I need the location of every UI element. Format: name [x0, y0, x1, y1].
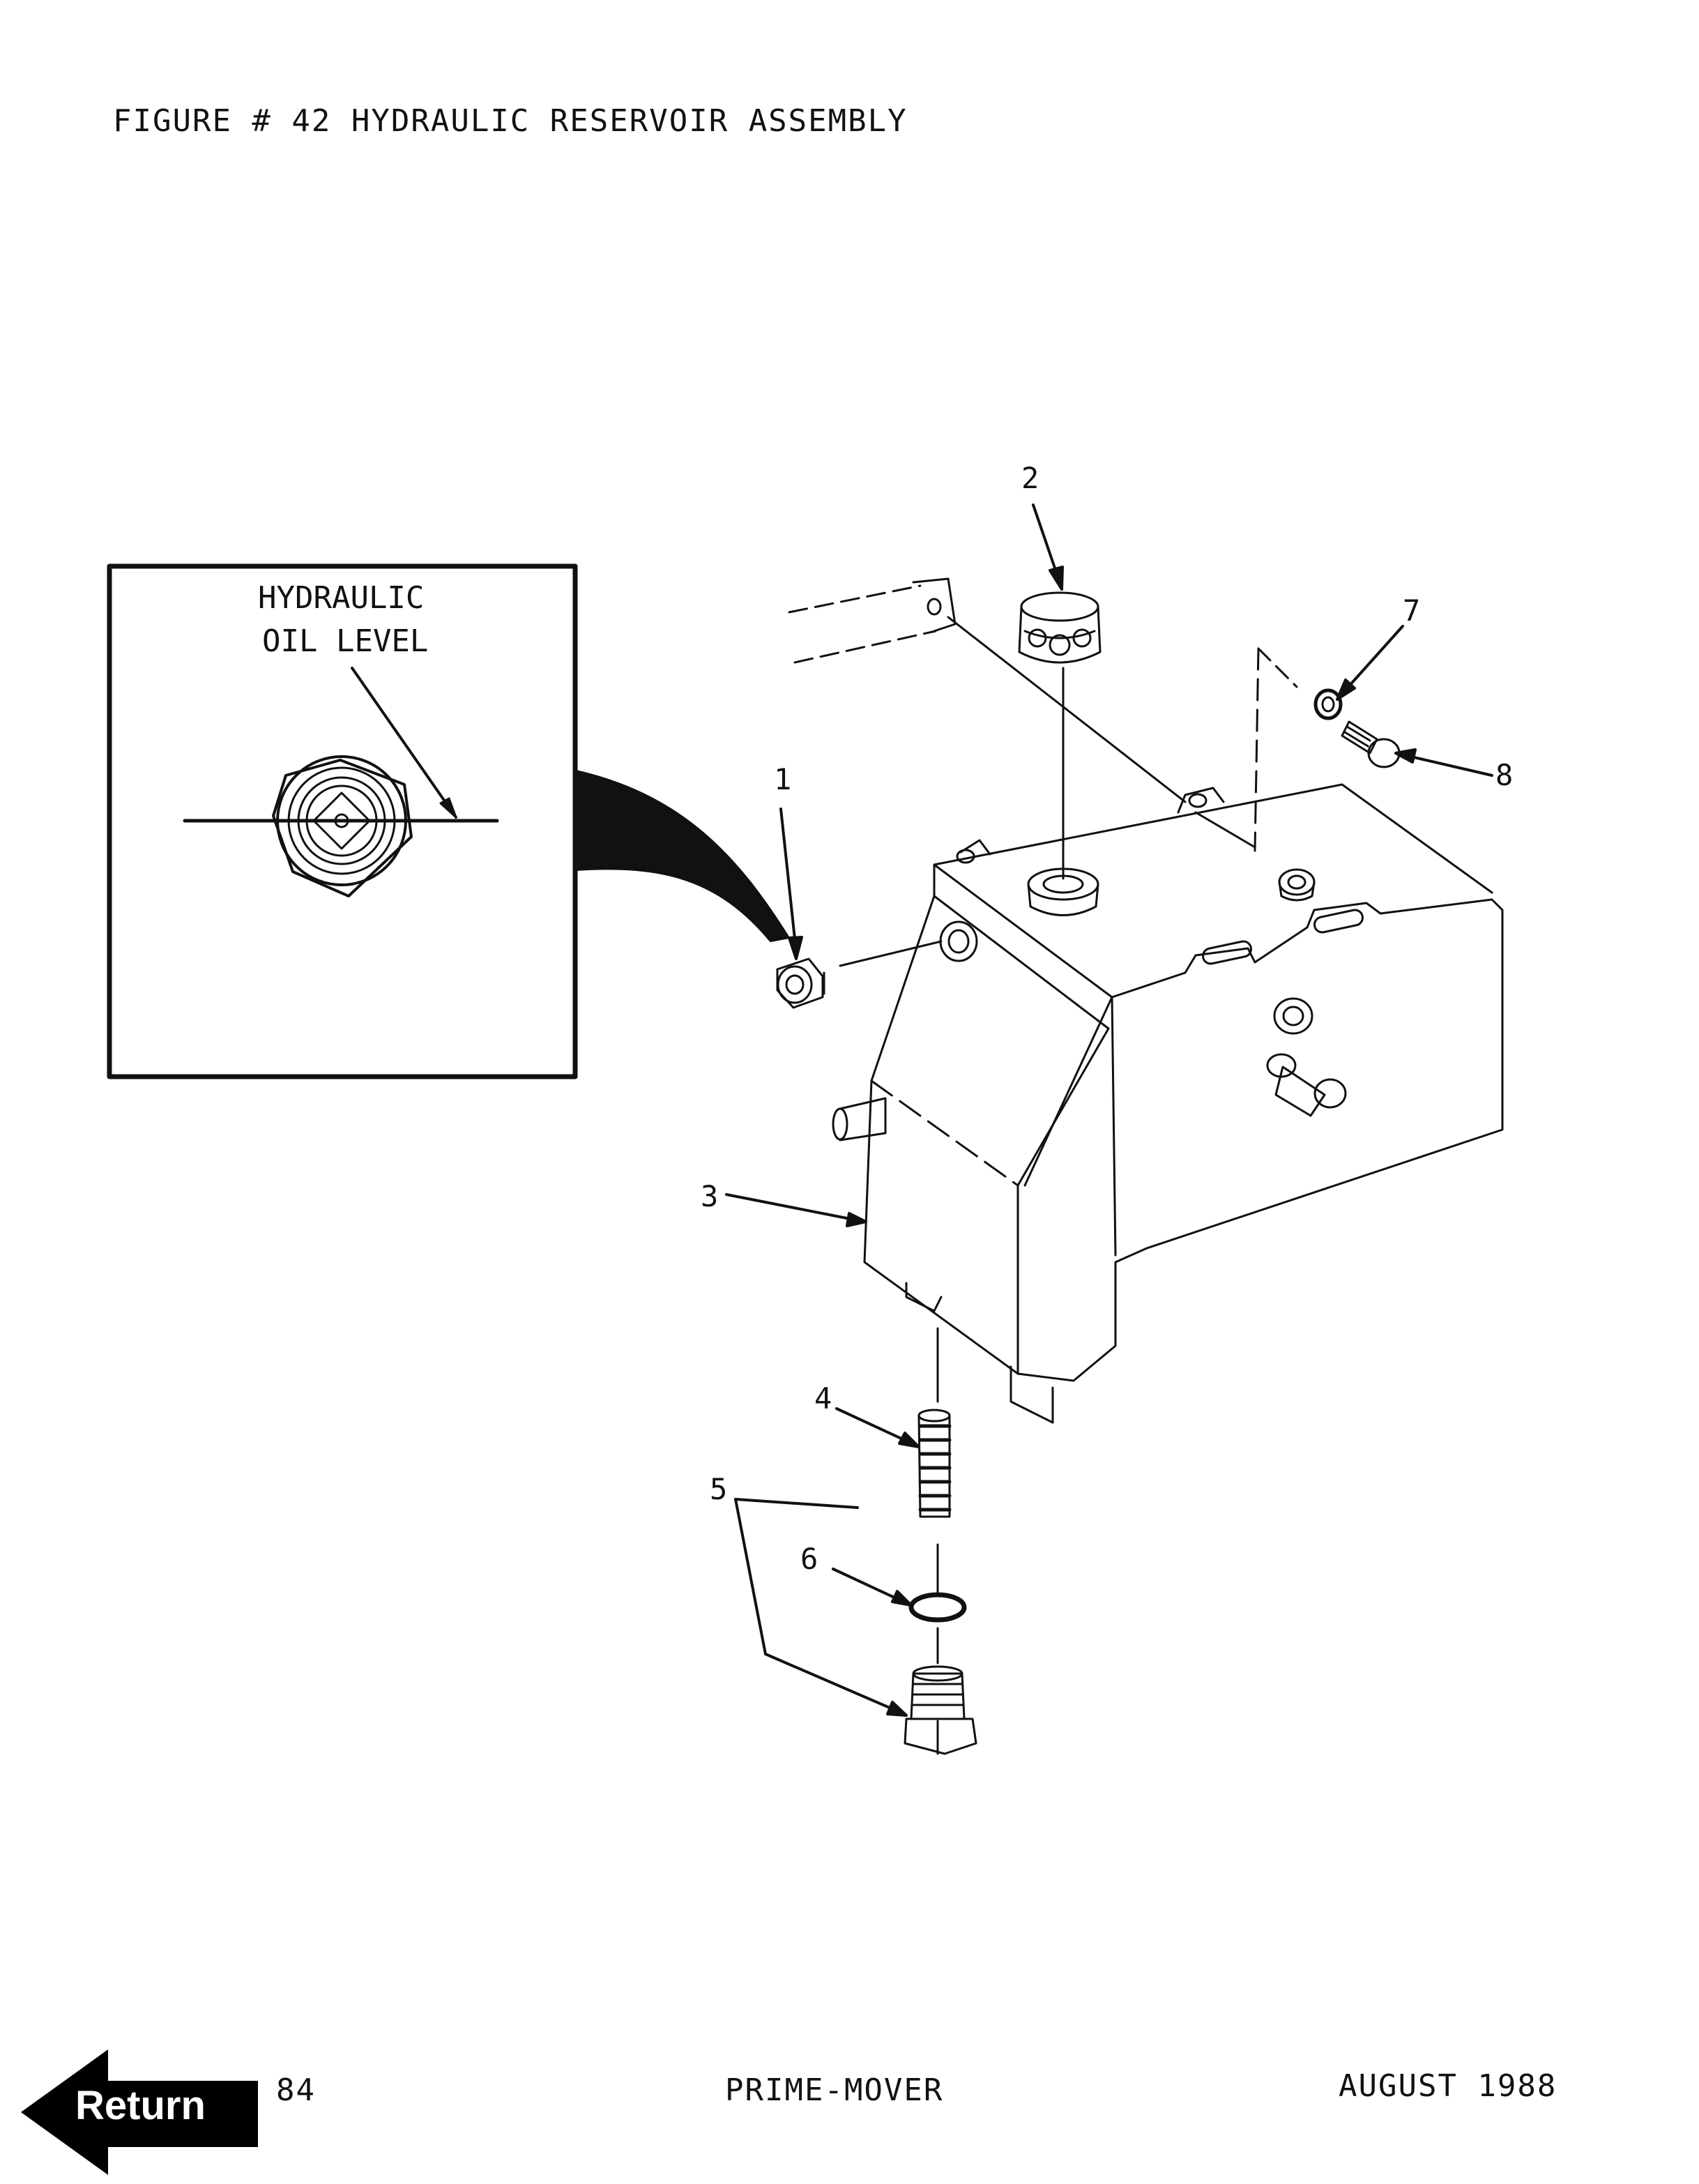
footer-manual-name: PRIME-MOVER [725, 2072, 944, 2108]
sight-gauge-icon [272, 755, 413, 897]
callout-3: 3 [701, 1179, 718, 1213]
callout-4: 4 [814, 1381, 832, 1416]
inset-connector [575, 770, 790, 942]
return-button[interactable] [21, 2046, 258, 2178]
inset-label-line1: HYDRAULIC [258, 580, 424, 616]
footer-date: AUGUST 1988 [1339, 2068, 1557, 2104]
callout-1: 1 [774, 762, 791, 796]
oring-part-6 [908, 1592, 967, 1623]
breather-cap [1018, 591, 1102, 880]
washer-part-7 [1313, 688, 1343, 720]
bolt-part-8 [1341, 720, 1401, 768]
inset-label-line2: OIL LEVEL [262, 623, 428, 659]
footer-page-number: 84 [276, 2072, 316, 2108]
mounting-bracket-strip [788, 577, 1256, 849]
left-arrow-icon [21, 2049, 258, 2175]
sight-gauge-part-1 [776, 940, 943, 1009]
callout-leaders [725, 503, 1493, 1717]
oil-level-inset: HYDRAULIC OIL LEVEL [107, 563, 578, 1079]
callout-2: 2 [1021, 461, 1039, 495]
callout-6: 6 [800, 1542, 818, 1576]
reservoir-tank [832, 783, 1504, 1424]
callout-5: 5 [710, 1472, 727, 1506]
figure-title: FIGURE # 42 HYDRAULIC RESERVOIR ASSEMBLY [113, 103, 908, 139]
callout-7: 7 [1403, 593, 1420, 628]
callout-8: 8 [1495, 758, 1513, 792]
return-button-label[interactable]: Return [75, 2083, 206, 2128]
strainer-part-4 [917, 1409, 952, 1518]
drain-plug-part-5 [904, 1665, 977, 1755]
